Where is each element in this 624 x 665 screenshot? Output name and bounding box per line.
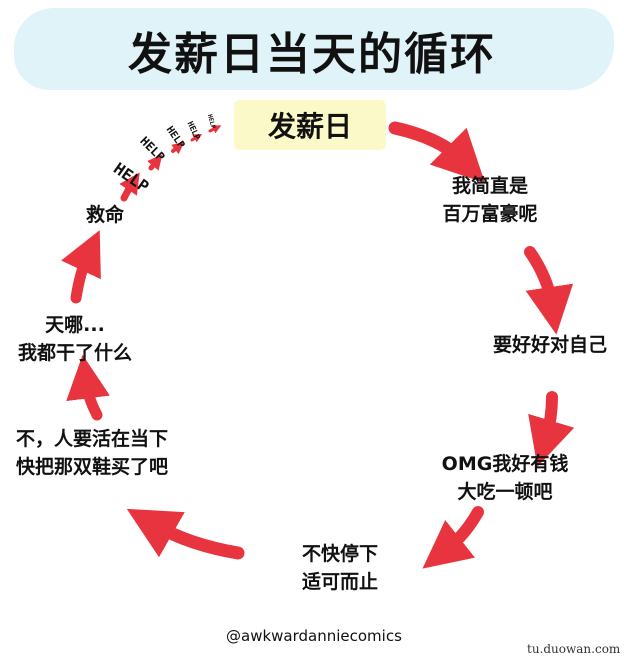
- step-line: 救命: [85, 204, 124, 226]
- step-line: 不，人要活在当下: [16, 428, 169, 450]
- step-line: 要好好对自己: [492, 334, 607, 356]
- arrow-5: [126, 508, 245, 560]
- step-stop: 不快停下 适可而止: [290, 540, 390, 596]
- arrow-7: [61, 230, 101, 304]
- step-line: 快把那双鞋买了吧: [16, 456, 169, 478]
- step-line: 大吃一顿吧: [457, 481, 553, 503]
- step-live-now: 不，人要活在当下 快把那双鞋买了吧: [16, 425, 168, 481]
- step-line: 适可而止: [301, 571, 378, 593]
- arrow-3: [528, 391, 575, 467]
- arrow-9: [147, 154, 163, 171]
- step-line: 不快停下: [301, 543, 378, 565]
- arrow-2: [524, 246, 574, 335]
- step-help: 救命: [80, 201, 130, 229]
- arrow-12: [208, 125, 222, 134]
- arrow-10: [171, 142, 185, 155]
- step-line: 百万富豪呢: [442, 203, 538, 225]
- arrow-1: [388, 121, 485, 183]
- payday-box: 发薪日: [234, 100, 386, 150]
- payday-label: 发薪日: [267, 110, 352, 143]
- step-line: 我简直是: [451, 175, 528, 197]
- artist-credit: @awkwardanniecomics: [226, 627, 402, 645]
- step-treat-myself: 要好好对自己: [482, 331, 618, 359]
- step-what-have-i-done: 天哪... 我都干了什么: [5, 311, 145, 367]
- arrow-4: [422, 506, 484, 569]
- step-line: 天哪...: [45, 314, 105, 336]
- arrow-11: [190, 133, 203, 143]
- title-band: [14, 8, 614, 90]
- watermark: tu.duowan.com: [527, 642, 621, 656]
- step-millionaire: 我简直是 百万富豪呢: [430, 172, 550, 228]
- step-omg-rich: OMG我好有钱 大吃一顿吧: [430, 450, 580, 506]
- arrow-8: [119, 172, 140, 202]
- arrow-6: [66, 354, 110, 421]
- page-title: 发薪日当天的循环: [128, 29, 496, 80]
- step-line: OMG我好有钱: [441, 453, 569, 475]
- step-line: 我都干了什么: [17, 342, 132, 364]
